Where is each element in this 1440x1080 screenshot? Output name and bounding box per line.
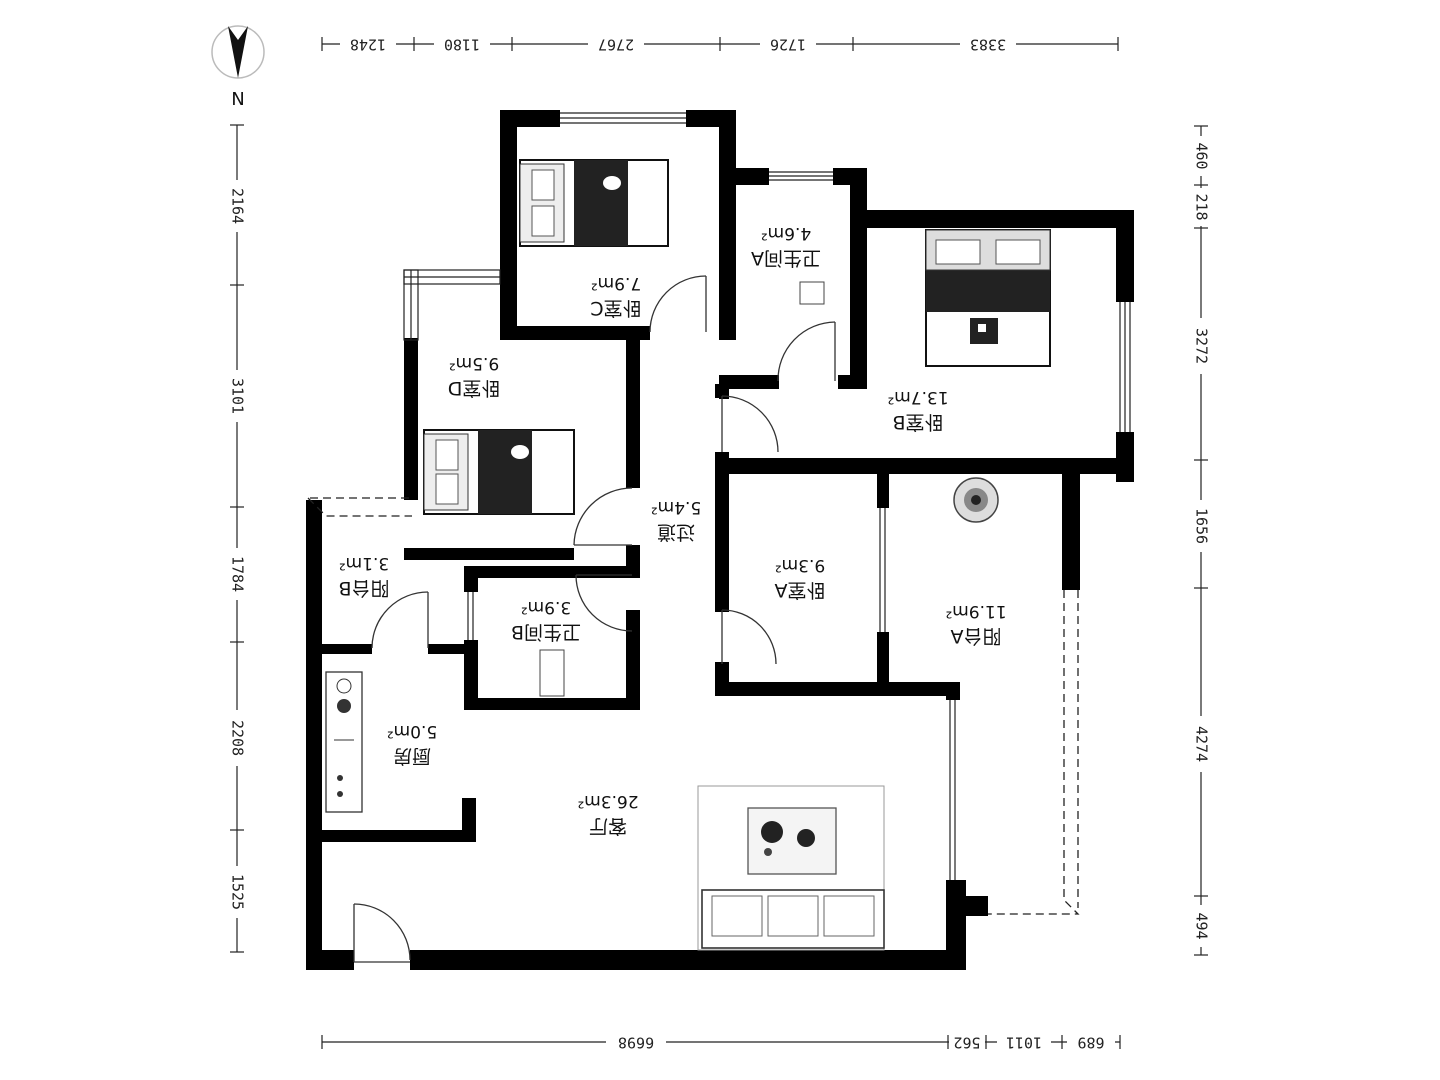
room-label-bedroom-d: 卧室D 9.5m² xyxy=(448,353,501,399)
kitchen-counter xyxy=(325,671,363,813)
dim-left-4: 2208 xyxy=(229,720,247,756)
door-bath-b xyxy=(575,574,633,632)
room-label-bedroom-a: 卧室A 9.3m² xyxy=(774,555,825,601)
dim-top-5: 3383 xyxy=(970,36,1006,54)
north-arrow-icon xyxy=(228,26,248,78)
room-label-balcony-b: 阳台B 3.1m² xyxy=(338,553,389,599)
bottom-dimension-chain: 6698 562 1011 689 xyxy=(321,1032,1121,1052)
sliding-door-balcony-a xyxy=(879,508,956,880)
door-entrance xyxy=(353,903,411,963)
compass: N xyxy=(211,25,265,108)
dim-left-3: 1784 xyxy=(229,556,247,592)
room-area: 5.4m² xyxy=(651,497,701,517)
room-area: 4.6m² xyxy=(761,223,811,243)
dim-bottom-3: 1011 xyxy=(1006,1034,1042,1052)
room-area: 5.0m² xyxy=(387,721,437,741)
room-name: 阳台A xyxy=(950,625,1001,647)
room-name: 卧室B xyxy=(892,411,943,433)
door-bath-a xyxy=(777,321,836,382)
room-name: 阳台B xyxy=(338,577,389,599)
window-bedroom-b xyxy=(1119,302,1131,432)
room-label-living: 客厅 26.3m² xyxy=(577,791,638,837)
windows xyxy=(307,112,1131,915)
doors xyxy=(353,275,836,963)
dim-right-6: 494 xyxy=(1193,912,1211,939)
room-area: 3.9m² xyxy=(521,597,571,617)
room-area: 9.3m² xyxy=(775,555,825,575)
balcony-a-railing xyxy=(988,590,1080,915)
dim-left-1: 2164 xyxy=(229,188,247,224)
room-area: 7.9m² xyxy=(591,273,641,293)
dim-right-3: 3272 xyxy=(1193,328,1211,364)
room-label-corridor: 过道 5.4m² xyxy=(651,497,701,543)
bed-bedroom-c xyxy=(519,159,669,247)
door-balcony-b xyxy=(371,591,429,649)
right-dimension-chain: 460 218 3272 1656 4274 494 xyxy=(1191,125,1211,956)
bed-bedroom-d xyxy=(423,429,575,515)
compass-label: N xyxy=(231,87,244,108)
dim-top-4: 1726 xyxy=(770,36,806,54)
room-area: 9.5m² xyxy=(449,353,499,373)
window-bath-b xyxy=(467,592,474,640)
door-bedroom-c xyxy=(649,275,707,333)
balcony-b-railing xyxy=(307,497,412,517)
room-label-bedroom-c: 卧室C 7.9m² xyxy=(590,273,641,319)
room-label-bedroom-b: 卧室B 13.7m² xyxy=(887,387,948,433)
room-name: 卫生间B xyxy=(511,621,581,643)
dim-bottom-1: 6698 xyxy=(618,1034,654,1052)
room-name: 卧室A xyxy=(774,579,825,601)
room-name: 厨房 xyxy=(393,745,431,767)
walls xyxy=(306,110,1134,970)
dim-top-1: 1248 xyxy=(350,36,386,54)
dim-left-2: 3101 xyxy=(229,378,247,414)
dim-left-5: 1525 xyxy=(229,874,247,910)
room-label-kitchen: 厨房 5.0m² xyxy=(387,721,437,767)
left-dimension-chain: 2164 3101 1784 2208 1525 xyxy=(227,124,247,953)
plant-icon xyxy=(953,477,999,523)
room-area: 26.3m² xyxy=(577,791,638,811)
door-bedroom-d xyxy=(573,487,633,546)
toilet-bath-a xyxy=(799,281,825,305)
door-bedroom-b xyxy=(721,395,779,453)
door-bedroom-a xyxy=(721,609,777,665)
window-bedroom-c xyxy=(560,112,686,124)
room-name: 过道 xyxy=(657,521,695,543)
room-name: 卧室D xyxy=(448,377,501,399)
room-name: 卫生间A xyxy=(751,247,821,269)
dim-bottom-2: 562 xyxy=(953,1034,980,1052)
toilet-bath-b xyxy=(539,649,565,697)
sofa xyxy=(701,889,885,949)
room-label-balcony-a: 阳台A 11.9m² xyxy=(945,601,1006,647)
room-area: 3.1m² xyxy=(339,553,389,573)
dim-right-1: 460 xyxy=(1193,142,1211,169)
room-label-bath-a: 卫生间A 4.6m² xyxy=(751,223,821,269)
coffee-table xyxy=(747,807,837,875)
room-label-bath-b: 卫生间B 3.9m² xyxy=(511,597,581,643)
window-bath-a xyxy=(769,171,833,181)
dim-right-5: 4274 xyxy=(1193,726,1211,762)
window-bedroom-d-bay xyxy=(403,269,501,341)
room-area: 11.9m² xyxy=(945,601,1006,621)
dim-right-2: 218 xyxy=(1193,193,1211,220)
bed-bedroom-b xyxy=(925,229,1051,367)
dim-top-2: 1180 xyxy=(444,36,480,54)
dim-top-3: 2767 xyxy=(598,36,634,54)
room-name: 客厅 xyxy=(589,815,627,837)
room-name: 卧室C xyxy=(590,297,641,319)
room-area: 13.7m² xyxy=(887,387,948,407)
dim-right-4: 1656 xyxy=(1193,508,1211,544)
dim-bottom-4: 689 xyxy=(1077,1034,1104,1052)
top-dimension-chain: 1248 1180 2767 1726 3383 xyxy=(321,34,1119,54)
